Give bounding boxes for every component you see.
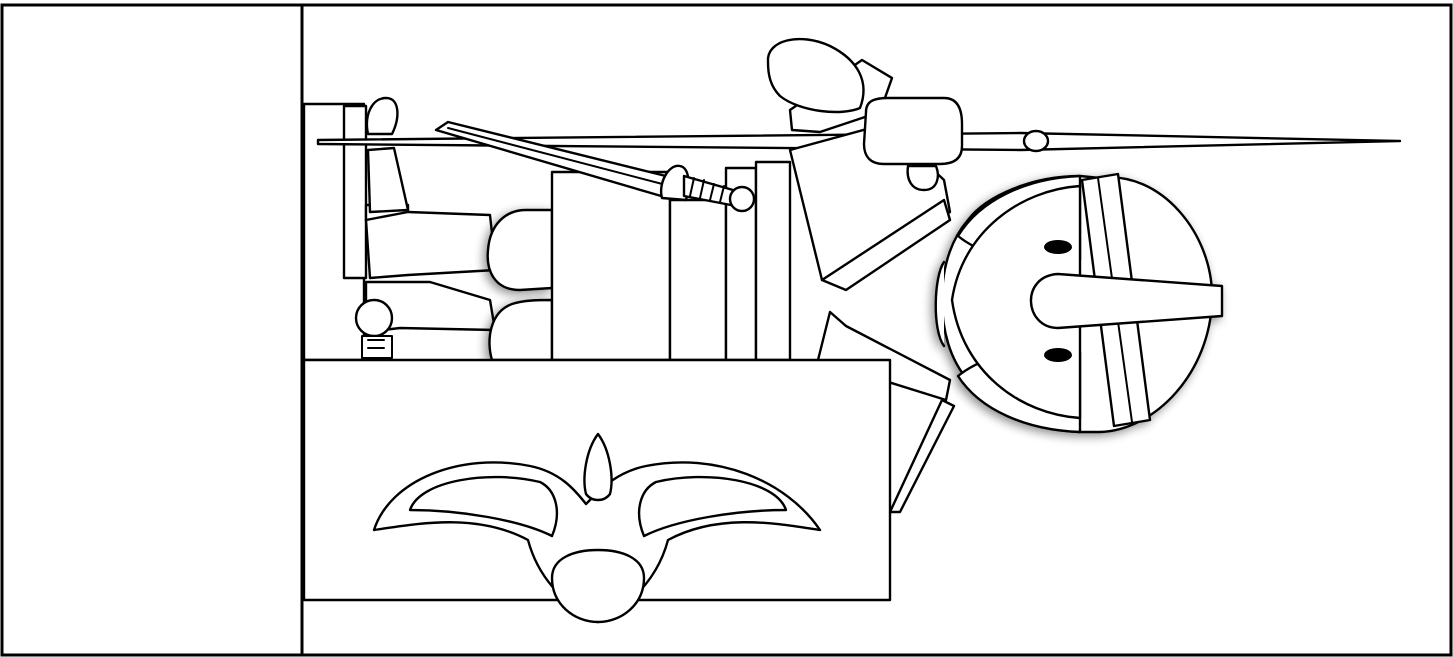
neck-straps [816, 198, 956, 514]
sandal-straps [367, 339, 385, 349]
sword-pommel [728, 185, 756, 213]
fist-on-spear [862, 96, 964, 166]
strap-upper [820, 198, 952, 292]
boot-upper [486, 208, 554, 292]
upper-leg [366, 146, 410, 214]
sword-fuller [447, 127, 671, 187]
shield [302, 358, 892, 624]
boots [486, 208, 554, 362]
knee-joint [354, 298, 394, 338]
strap-lower [816, 310, 952, 402]
eye-lower [1044, 348, 1072, 362]
left-empty-panel [0, 3, 304, 657]
thumb [906, 164, 939, 192]
belt-panel [668, 198, 728, 362]
spear-ring [1022, 129, 1050, 153]
torso [550, 160, 792, 362]
emblem-boss [550, 548, 646, 624]
sword [434, 120, 756, 213]
head [934, 172, 1224, 434]
face-features [1044, 240, 1072, 362]
chin-strap [934, 260, 946, 348]
hand-top [365, 96, 399, 136]
cape-edge [888, 398, 956, 514]
upper-arm [766, 37, 865, 114]
rear-torso [302, 102, 368, 362]
soldier-illustration [302, 37, 1402, 624]
eye-upper [1044, 240, 1072, 254]
leg-front [364, 210, 498, 280]
boot-lower [488, 298, 554, 362]
emblem-right-cutout [637, 475, 788, 538]
emblem-drop [583, 432, 613, 502]
armor-strip-2 [754, 160, 792, 362]
nose-guard [1029, 272, 1224, 330]
arm [766, 37, 964, 282]
grip-wrap [689, 177, 725, 203]
emblem-left-cutout [408, 475, 559, 538]
tunic [550, 170, 672, 362]
back-strap [342, 104, 368, 280]
